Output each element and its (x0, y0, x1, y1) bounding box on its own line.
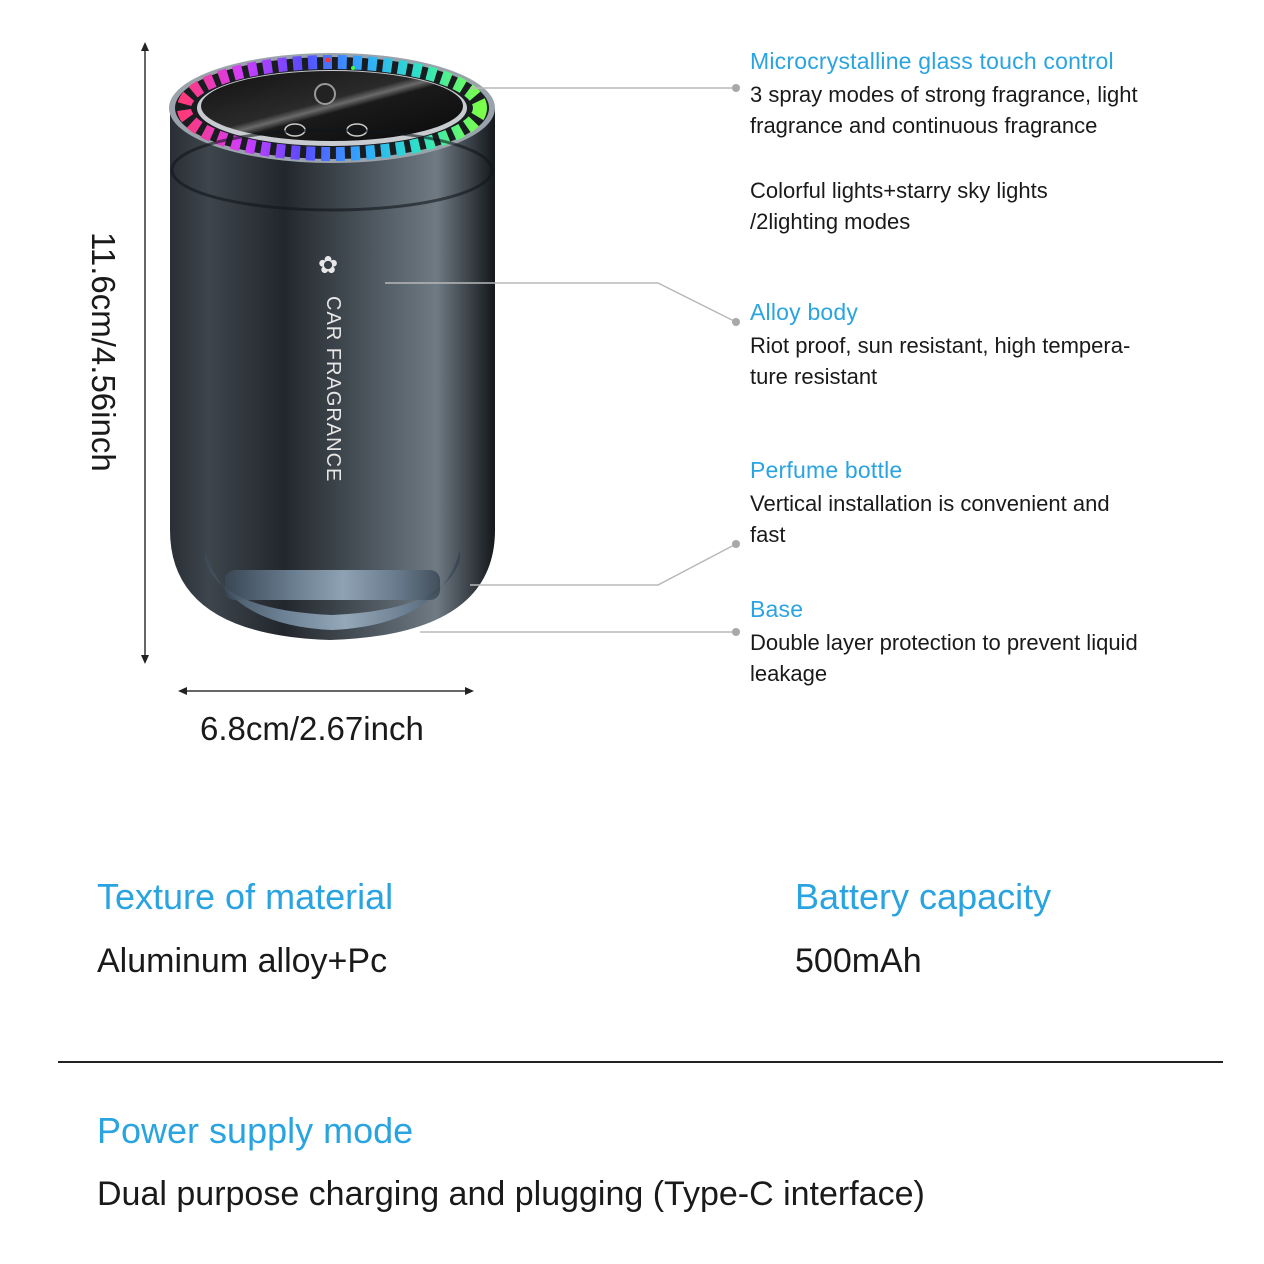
flower-icon: ✿ (317, 252, 339, 279)
callout-alloy-body: Alloy body Riot proof, sun resistant, hi… (750, 299, 1130, 392)
callout-title: Perfume bottle (750, 457, 903, 483)
spec-battery-value: 500mAh (795, 942, 922, 980)
product-image (165, 50, 500, 650)
callout-line: fast (750, 522, 786, 547)
callout-base: Base Double layer protection to prevent … (750, 596, 1138, 689)
callout-line: /2lighting modes (750, 209, 911, 234)
callout-line: Riot proof, sun resistant, high tempera- (750, 333, 1131, 358)
spec-material-label: Texture of material (97, 876, 394, 917)
height-dimension-arrow (138, 42, 152, 664)
width-dimension-label: 6.8cm/2.67inch (200, 710, 424, 747)
callout-line: fragrance and continuous fragrance (750, 113, 1098, 138)
callout-line: leakage (750, 661, 828, 686)
callout-line: ture resistant (750, 364, 878, 389)
callout-line: Colorful lights+starry sky lights (750, 178, 1048, 203)
spec-battery-label: Battery capacity (795, 876, 1052, 917)
spec-material-value: Aluminum alloy+Pc (97, 942, 388, 980)
callout-line: Double layer protection to prevent liqui… (750, 630, 1138, 655)
section-divider (58, 1061, 1223, 1063)
callout-title: Alloy body (750, 299, 859, 325)
callout-perfume-bottle: Perfume bottle Vertical installation is … (750, 457, 1110, 550)
width-dimension-arrow (178, 684, 474, 698)
callout-touch-control: Microcrystalline glass touch control 3 s… (750, 48, 1138, 237)
leader-lines (385, 84, 740, 636)
callout-title: Microcrystalline glass touch control (750, 48, 1114, 74)
spec-power-value: Dual purpose charging and plugging (Type… (97, 1175, 925, 1213)
callout-title: Base (750, 596, 804, 622)
callout-line: 3 spray modes of strong fragrance, light (750, 82, 1138, 107)
spec-power-label: Power supply mode (97, 1110, 414, 1151)
callout-line: Vertical installation is convenient and (750, 491, 1110, 516)
